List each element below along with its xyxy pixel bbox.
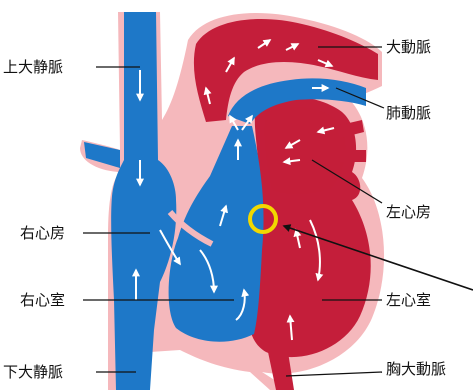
- left-atrium-chamber: [264, 107, 345, 195]
- label-aorta: 大動脈: [386, 38, 431, 56]
- label-thoracic-aorta: 胸大動脈: [386, 360, 446, 378]
- label-right-atrium: 右心房: [20, 224, 65, 242]
- label-inferior-vena-cava: 下大静脈: [3, 363, 63, 381]
- label-right-ventricle: 右心室: [20, 291, 65, 309]
- label-left-ventricle: 左心室: [386, 291, 431, 309]
- label-superior-vena-cava: 上大静脈: [3, 58, 63, 76]
- label-pulmonary-artery: 肺動脈: [386, 104, 431, 122]
- leader-thoracic-aorta: [286, 372, 382, 376]
- label-left-atrium: 左心房: [386, 203, 431, 221]
